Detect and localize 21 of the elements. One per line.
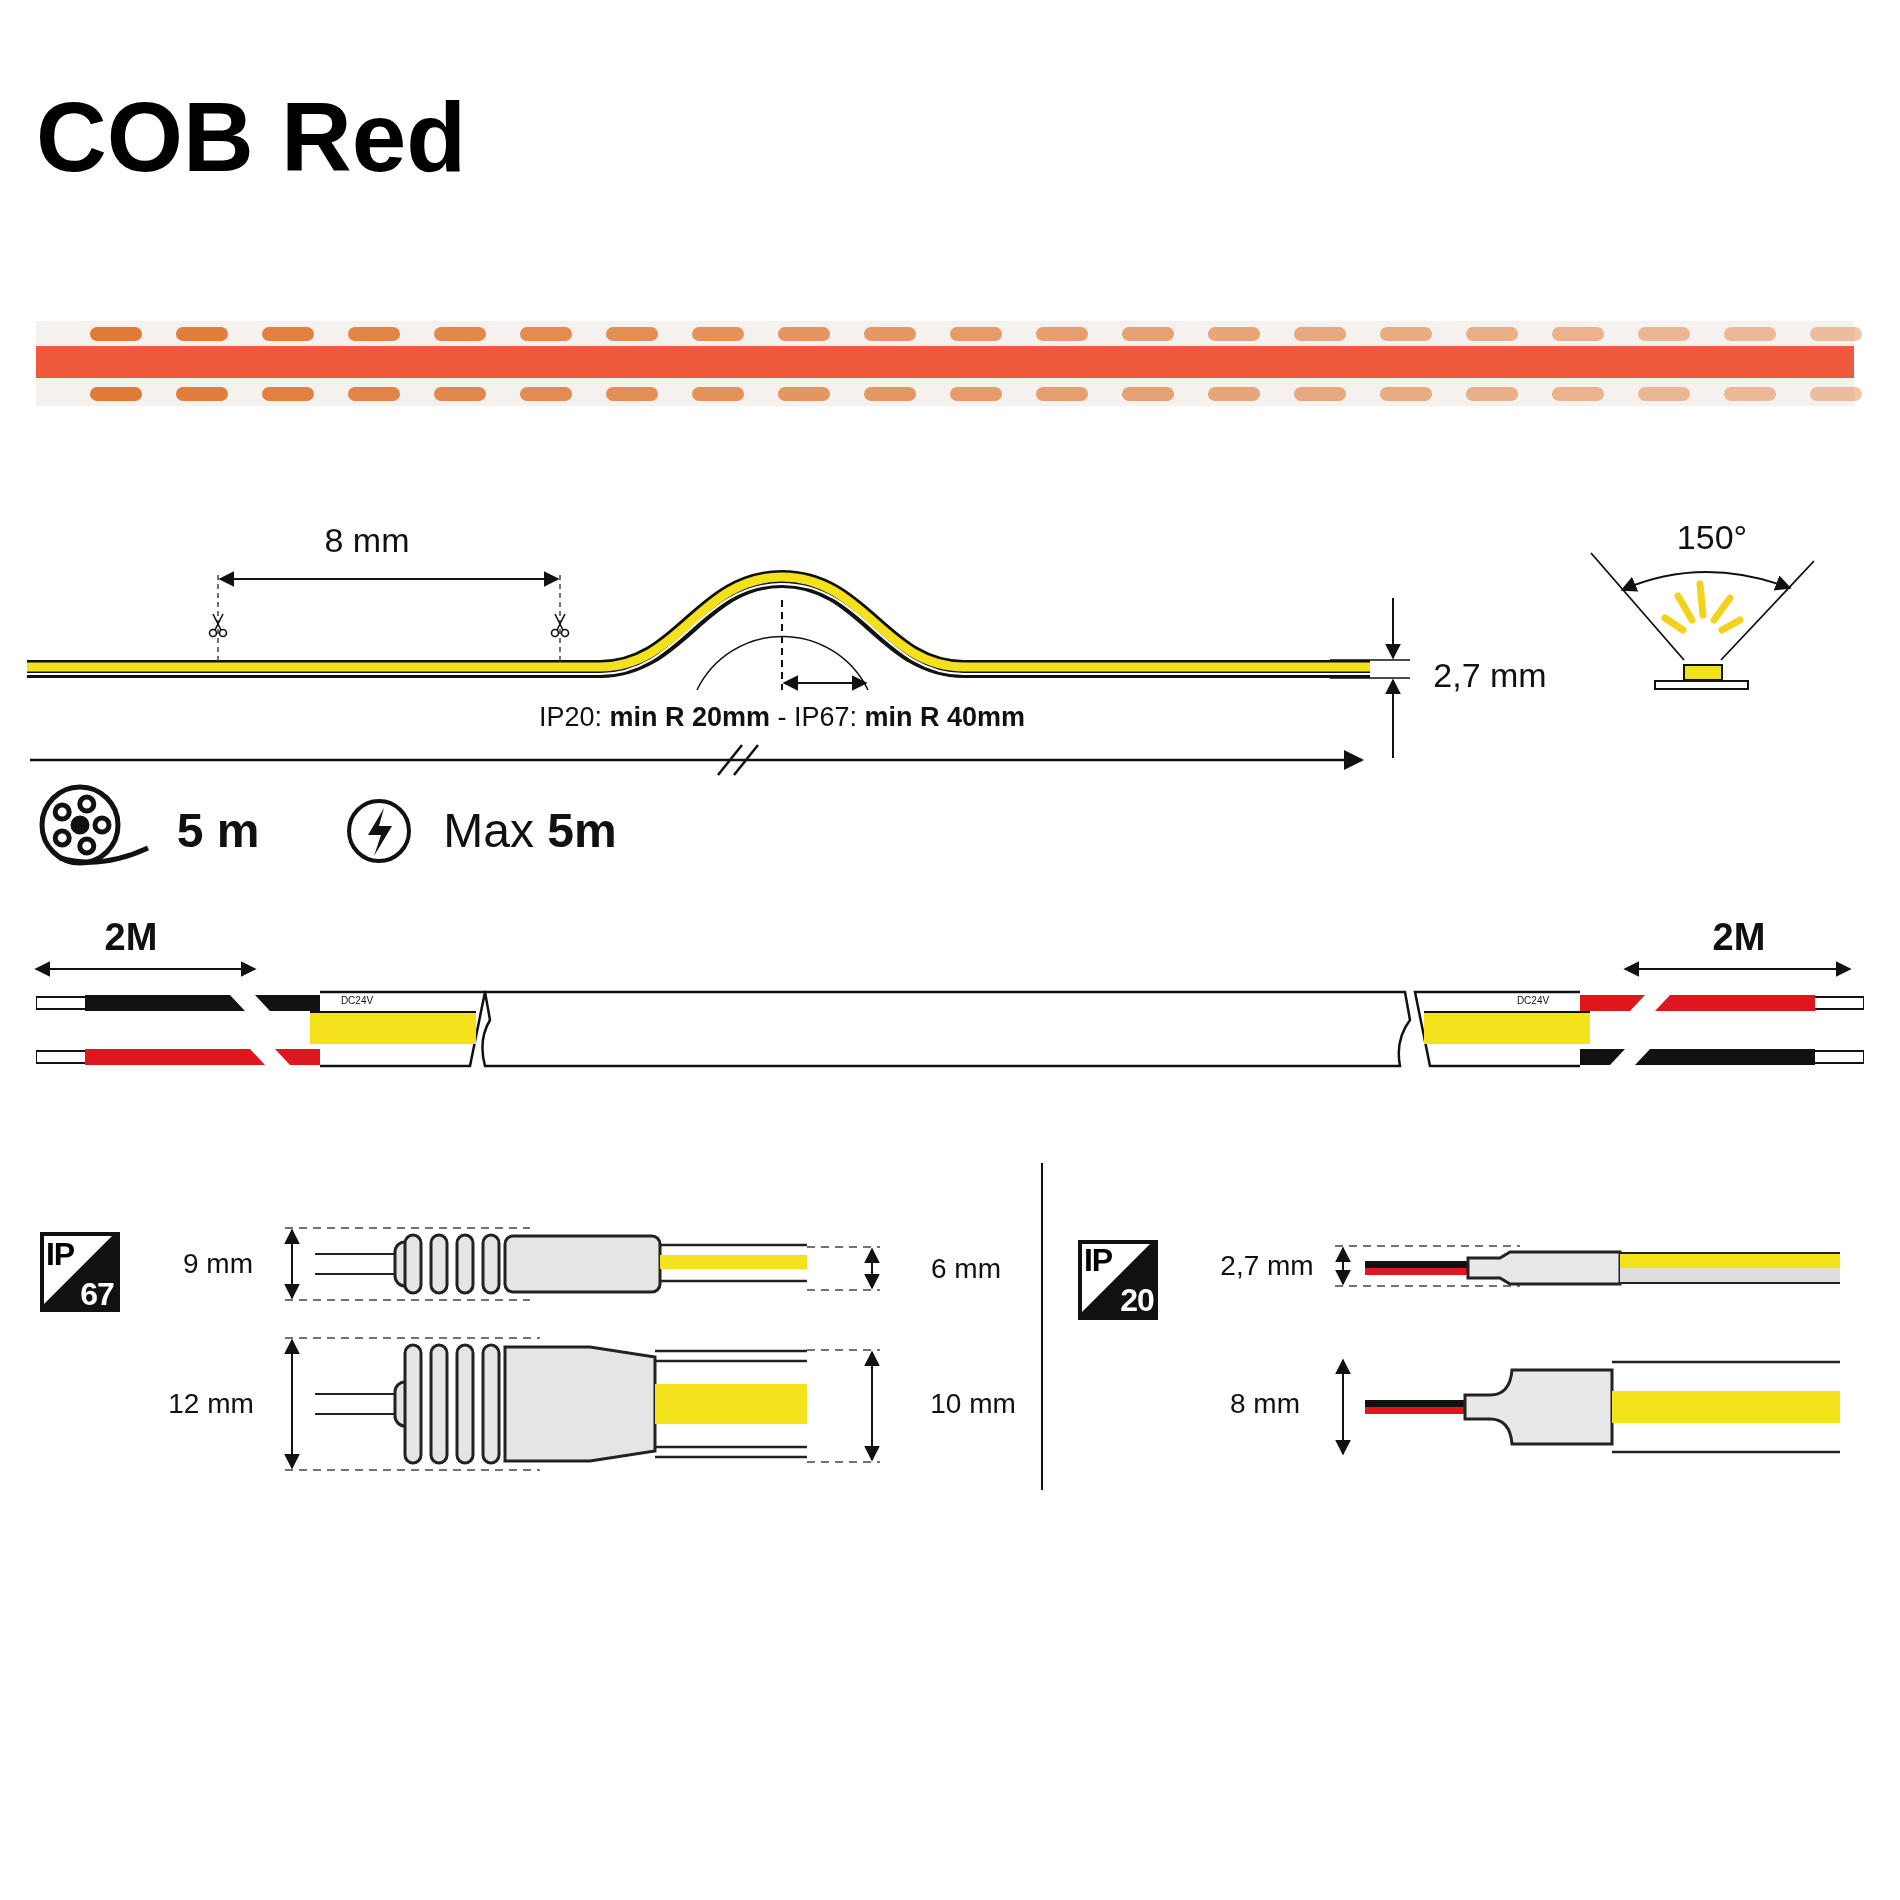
label: 8 mm [1230, 1390, 1300, 1418]
label: 2M [104, 918, 158, 956]
label: 2,7 mm [1433, 658, 1547, 692]
label: 2,7 mm [1220, 1252, 1314, 1280]
label: 10 mm [930, 1390, 1016, 1418]
label: 12 mm [168, 1390, 254, 1418]
label: 150° [1676, 520, 1748, 554]
label: 20 [1120, 1284, 1154, 1316]
label: 67 [80, 1278, 114, 1310]
label: IP [1083, 1244, 1113, 1276]
label: 5 m [176, 807, 260, 855]
label: 6 mm [931, 1255, 1001, 1283]
label: 2M [1712, 918, 1766, 956]
label: 8 mm [324, 523, 410, 557]
label: Max 5m [443, 807, 617, 855]
label: 9 mm [183, 1250, 253, 1278]
title: COB Red [36, 88, 467, 186]
label: IP [45, 1238, 75, 1270]
label: DC24V [1516, 996, 1550, 1006]
label: DC24V [340, 996, 374, 1006]
label: IP20: min R 20mm - IP67: min R 40mm [538, 703, 1026, 731]
